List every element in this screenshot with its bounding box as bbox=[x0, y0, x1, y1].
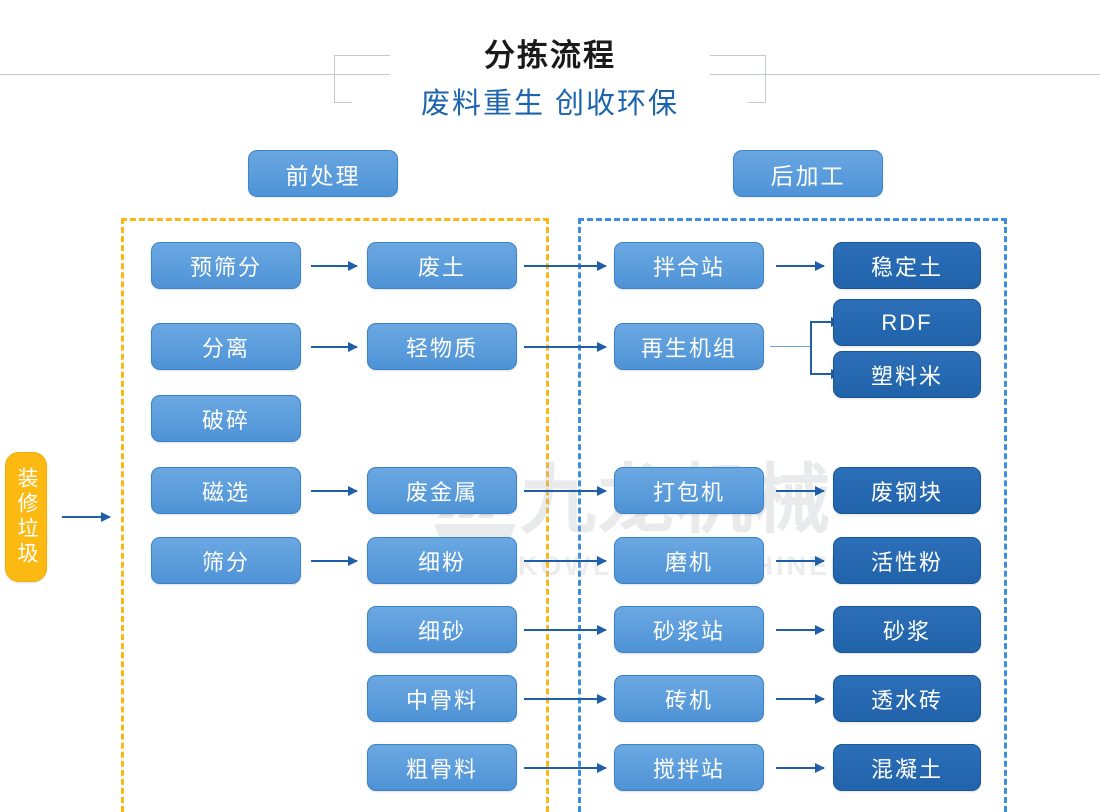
branch-stem-recycling-unit bbox=[770, 346, 812, 347]
arrow-finepowder-to-mill bbox=[524, 556, 607, 566]
node-waste-soil[interactable]: 废土 bbox=[367, 242, 517, 289]
arrow-mediumaggregate-to-brickmachine bbox=[524, 694, 607, 704]
node-concrete[interactable]: 混凝土 bbox=[833, 744, 981, 791]
arrow-brickmachine-to-permeablebrick bbox=[776, 694, 825, 704]
arrow-magnetic-to-scrapmetal bbox=[311, 486, 358, 496]
arrow-separation-to-lightmaterial bbox=[311, 342, 358, 352]
node-medium-aggregate[interactable]: 中骨料 bbox=[367, 675, 517, 722]
page-subtitle-container: 废料重生 创收环保 bbox=[352, 84, 748, 124]
node-rdf[interactable]: RDF bbox=[833, 299, 981, 346]
node-baler[interactable]: 打包机 bbox=[614, 467, 764, 514]
node-plastic-pellets[interactable]: 塑料米 bbox=[833, 351, 981, 398]
node-stabilized-soil[interactable]: 稳定土 bbox=[833, 242, 981, 289]
arrow-scrapmetal-to-baler bbox=[524, 486, 607, 496]
branch-riser-recycling-unit bbox=[810, 322, 812, 374]
node-active-powder[interactable]: 活性粉 bbox=[833, 537, 981, 584]
node-pre-screening[interactable]: 预筛分 bbox=[151, 242, 301, 289]
page-title-container: 分拣流程 bbox=[390, 36, 710, 76]
arrow-mixingstation-to-stabilizedsoil bbox=[776, 261, 825, 271]
arrow-mixingplant-to-concrete bbox=[776, 763, 825, 773]
node-permeable-brick[interactable]: 透水砖 bbox=[833, 675, 981, 722]
node-separation[interactable]: 分离 bbox=[151, 323, 301, 370]
node-crushing[interactable]: 破碎 bbox=[151, 395, 301, 442]
arrow-input-to-pre-process bbox=[62, 512, 111, 522]
arrow-screening-to-finepowder bbox=[311, 556, 358, 566]
arrow-mortarstation-to-mortar bbox=[776, 625, 825, 635]
node-mixing-station[interactable]: 拌合站 bbox=[614, 242, 764, 289]
arrow-baler-to-scrapsteel bbox=[776, 486, 825, 496]
node-screening[interactable]: 筛分 bbox=[151, 537, 301, 584]
page-subtitle: 废料重生 创收环保 bbox=[420, 88, 680, 120]
section-header-pre-process[interactable]: 前处理 bbox=[248, 150, 398, 197]
arrow-coarseaggregate-to-mixingplant bbox=[524, 763, 607, 773]
section-header-post-process[interactable]: 后加工 bbox=[733, 150, 883, 197]
zone-pre-process-boundary bbox=[121, 218, 549, 812]
node-light-material[interactable]: 轻物质 bbox=[367, 323, 517, 370]
node-scrap-steel[interactable]: 废钢块 bbox=[833, 467, 981, 514]
node-coarse-aggregate[interactable]: 粗骨料 bbox=[367, 744, 517, 791]
zone-post-process-boundary bbox=[578, 218, 1007, 812]
arrow-mill-to-activepowder bbox=[776, 556, 825, 566]
arrow-finesand-to-mortarstation bbox=[524, 625, 607, 635]
input-node-demolition-waste[interactable]: 装修垃圾 bbox=[5, 452, 47, 582]
node-mill[interactable]: 磨机 bbox=[614, 537, 764, 584]
node-mortar[interactable]: 砂浆 bbox=[833, 606, 981, 653]
node-mortar-station[interactable]: 砂浆站 bbox=[614, 606, 764, 653]
node-magnetic-separation[interactable]: 磁选 bbox=[151, 467, 301, 514]
node-fine-sand[interactable]: 细砂 bbox=[367, 606, 517, 653]
node-brick-machine[interactable]: 砖机 bbox=[614, 675, 764, 722]
arrow-lightmaterial-to-recyclingunit bbox=[524, 342, 607, 352]
arrow-prescreen-to-wastesoil bbox=[311, 261, 358, 271]
arrow-wastesoil-to-mixingstation bbox=[524, 261, 607, 271]
node-mixing-plant[interactable]: 搅拌站 bbox=[614, 744, 764, 791]
node-scrap-metal[interactable]: 废金属 bbox=[367, 467, 517, 514]
node-recycling-unit[interactable]: 再生机组 bbox=[614, 323, 764, 370]
node-fine-powder[interactable]: 细粉 bbox=[367, 537, 517, 584]
page-title: 分拣流程 bbox=[390, 36, 710, 76]
